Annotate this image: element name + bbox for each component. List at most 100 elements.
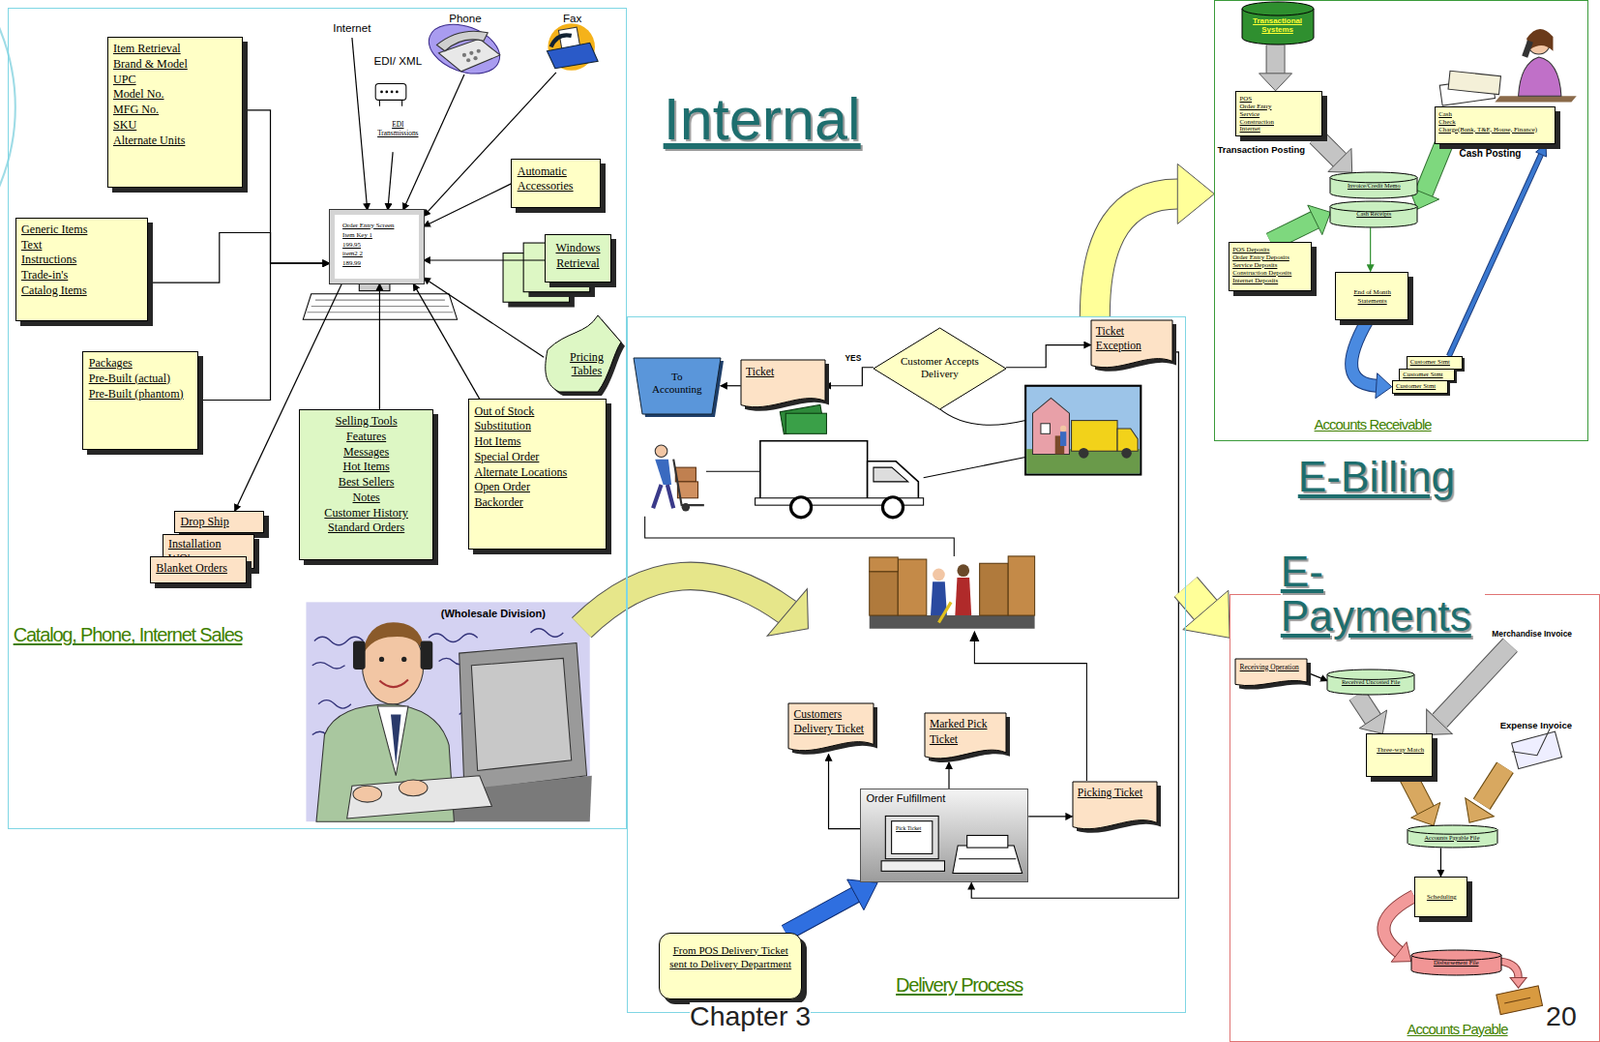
section-heading: E-Billing <box>1298 454 1455 501</box>
node-text: EDI Transmissions <box>375 120 420 139</box>
node-text: POS Deposits <box>1232 245 1308 254</box>
section-heading: Internal <box>663 88 861 150</box>
invoice-arrows <box>1426 645 1511 824</box>
connector <box>352 37 368 210</box>
flow-arrow <box>1351 320 1393 399</box>
node-text: Instructions <box>21 252 143 268</box>
node-text: Customer Stmt <box>1402 370 1452 379</box>
node-text: Selling Tools <box>304 414 428 430</box>
document-shape: Ticket Exception <box>1091 320 1173 372</box>
node-text: Text <box>21 237 143 254</box>
panel-heading: Delivery Process <box>895 973 1023 997</box>
decision-diamond: Customer Accepts Delivery <box>873 327 1007 410</box>
payable-panel: Accounts PayableReceiving OperationRecei… <box>1229 593 1600 1042</box>
database-cylinder: Received Uncosted File <box>1327 669 1415 695</box>
node-text: Cash <box>1438 110 1551 119</box>
process-box: Three-way Match <box>1365 733 1433 776</box>
delivery-panel: Delivery Process To Accounting Ticket Custo… <box>626 316 1186 1013</box>
option-box: Windows Retrieval <box>544 234 612 284</box>
panel-heading: Accounts Receivable <box>1314 416 1432 435</box>
database-cylinder: Accounts Payable File <box>1407 825 1498 848</box>
node-text: Open Order <box>474 479 600 496</box>
database-cylinder: Cash Receipts <box>1330 201 1418 228</box>
node-text: Item Key 1 <box>342 231 415 239</box>
statement-box: End of Month Statements <box>1334 271 1409 322</box>
statement-page: Customer Stmt <box>1406 355 1463 370</box>
node-text: Charge(Bank, T&E, House, Finance) <box>1438 125 1551 134</box>
check-illustration <box>1496 961 1543 1015</box>
database-cylinder: Disbursement File <box>1411 949 1502 976</box>
connector <box>1006 345 1092 368</box>
accounting-trapezoid: To Accounting <box>633 357 721 415</box>
node-text: Service Deposits <box>1232 261 1308 269</box>
edge-label: YES <box>844 354 861 363</box>
node-text: Service <box>1240 110 1319 119</box>
node-text: From POS Delivery Ticket sent to Deliver… <box>668 943 794 972</box>
statement-page: Customer Stmt <box>1392 380 1449 394</box>
connector <box>829 753 861 829</box>
node-text: Scheduling <box>1418 892 1466 901</box>
node-text: Blanket Orders <box>155 561 241 577</box>
node-text: Hot Items <box>304 459 428 475</box>
panel-heading: Catalog, Phone, Internet Sales <box>13 622 243 647</box>
office-worker <box>1439 29 1576 106</box>
node-text: Order Entry <box>1240 102 1319 111</box>
statement-page: Customer Stmt <box>1398 368 1455 383</box>
cash-illustration <box>779 404 827 434</box>
node-text: Alternate Units <box>113 133 238 149</box>
node-text: Received Uncosted File <box>1330 678 1411 686</box>
node-text: Construction <box>1240 118 1319 126</box>
flow-arrow <box>1383 895 1414 962</box>
node-text: Drop Ship <box>180 514 259 531</box>
document-shape: Marked Pick Ticket <box>924 712 1007 763</box>
node-text: Alternate Locations <box>474 465 600 481</box>
connector <box>379 283 381 410</box>
node-text: Windows Retrieval <box>549 240 606 272</box>
node-text: To Accounting <box>647 370 708 397</box>
document-shape: Ticket <box>740 359 826 412</box>
node-text: End of Month Statements <box>1339 288 1406 304</box>
node-text: Internet Deposits <box>1232 276 1308 285</box>
node-text: Special Order <box>474 449 600 466</box>
connector <box>148 233 330 284</box>
node-text: Phone <box>425 11 505 26</box>
chapter-caption: Chapter 3 <box>689 1002 811 1032</box>
warehouse-picture <box>869 556 1036 629</box>
flow-arrow <box>785 879 878 933</box>
node-text: Backorder <box>474 495 600 511</box>
selling-tools-box: Selling ToolsFeaturesMessagesHot ItemsBe… <box>298 409 434 561</box>
node-text: Customer Stmt <box>1395 382 1445 390</box>
node-text: Marked Pick Ticket <box>929 716 1002 746</box>
flow-arrow <box>1449 144 1547 356</box>
fax-icon: Fax <box>539 8 606 72</box>
connector <box>423 183 512 227</box>
node-text: Pricing Tables <box>558 350 616 379</box>
document-shape: Receiving Operation <box>1235 658 1307 688</box>
connector <box>403 74 465 210</box>
route-lines <box>645 408 1088 781</box>
connector <box>720 385 741 386</box>
node-text: Best Sellers <box>304 474 428 491</box>
node-text: SKU <box>113 118 238 134</box>
node-text: Customer History <box>304 505 428 522</box>
dolly-worker <box>652 444 705 512</box>
node-text: Fax <box>539 11 606 26</box>
node-text: POS <box>1240 94 1319 103</box>
database-cylinder: Transactional Systems <box>1242 1 1314 45</box>
connector <box>1369 227 1371 271</box>
node-text: Disbursement File <box>1414 958 1499 967</box>
source-list-box: POSOrder EntryServiceConstructionInterne… <box>1235 90 1323 137</box>
node-text: Hot Items <box>474 434 600 450</box>
pricing-tables-shape: Pricing Tables <box>543 315 622 392</box>
node-text: Out of Stock <box>474 404 600 420</box>
flow-arrow <box>1183 587 1230 639</box>
node-text: Transactional Systems <box>1244 16 1311 35</box>
node-text: item2 2 <box>342 249 415 258</box>
node-text: Generic Items <box>21 222 143 238</box>
deposit-list-box: POS DepositsOrder Entry DepositsService … <box>1228 241 1313 292</box>
node-text: Picking Ticket <box>1077 785 1152 800</box>
node-text: Three-way Match <box>1373 745 1428 754</box>
edi-modem: EDI/ XMLEDI Transmissions <box>366 52 430 152</box>
order-type-page: Drop Ship <box>174 510 265 533</box>
node-text: Ticket <box>745 364 820 380</box>
